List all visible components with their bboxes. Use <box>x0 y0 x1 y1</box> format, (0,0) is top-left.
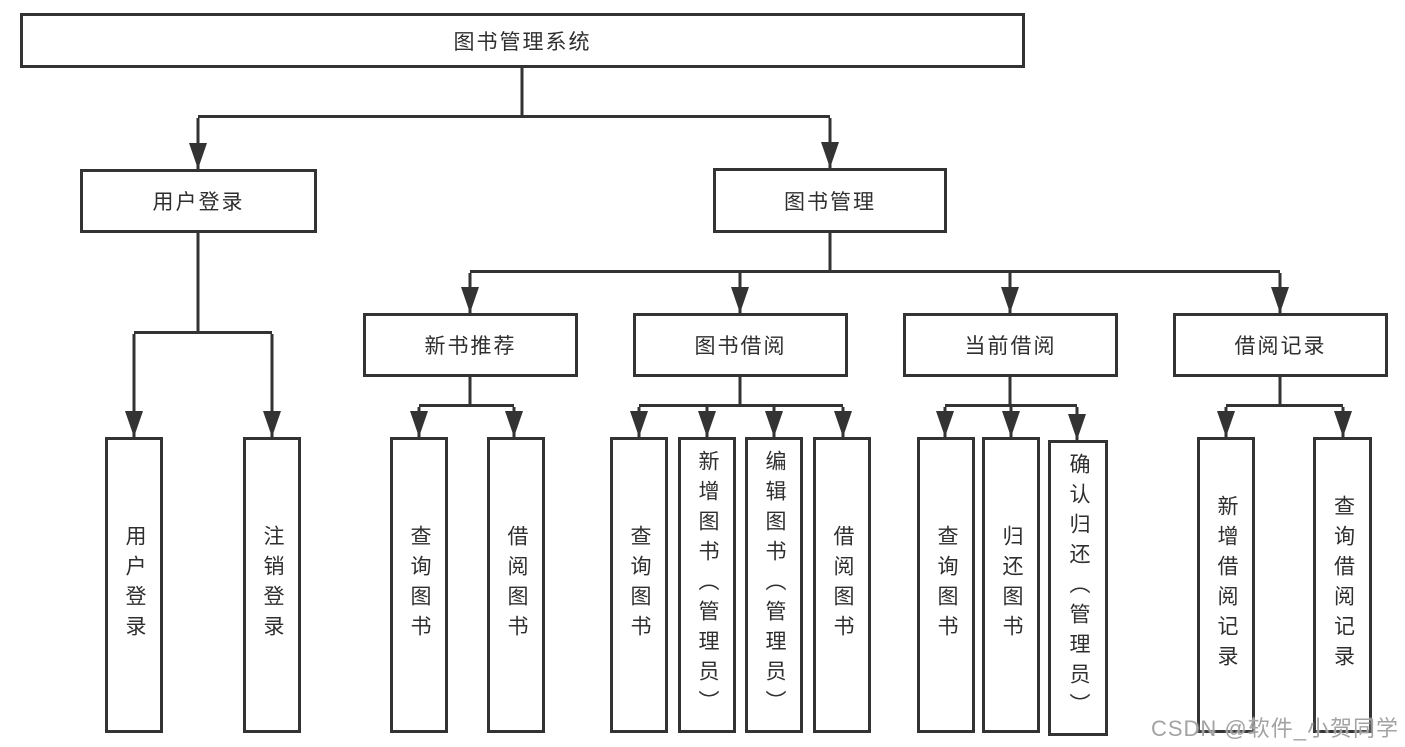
leaf-query-books-recommend: 查询图书 <box>390 437 448 733</box>
node-user-login: 用户登录 <box>80 169 317 233</box>
connector-root-to-level2 <box>189 68 839 169</box>
leaf-borrow-books-borrowing: 借阅图书 <box>813 437 871 733</box>
node-library-management-system: 图书管理系统 <box>20 13 1025 68</box>
leaf-edit-books-admin: 编辑图书（管理员） <box>745 437 803 733</box>
connector-current-borrowing-children <box>936 377 1086 440</box>
node-borrowing-records: 借阅记录 <box>1173 313 1388 377</box>
connector-user-login-children <box>125 233 281 437</box>
leaf-query-books-current: 查询图书 <box>917 437 975 733</box>
leaf-logout: 注销登录 <box>243 437 301 733</box>
watermark: CSDN @软件_小贺同学 <box>1150 716 1399 741</box>
leaf-query-books-borrowing: 查询图书 <box>610 437 668 733</box>
connector-borrowing-records-children <box>1217 377 1352 437</box>
connector-book-borrowing-children <box>630 377 852 437</box>
leaf-user-login: 用户登录 <box>105 437 163 733</box>
connector-new-book-recommendation-children <box>410 377 523 437</box>
leaf-query-borrow-record: 查询借阅记录 <box>1313 437 1372 733</box>
leaf-add-borrow-record: 新增借阅记录 <box>1197 437 1255 733</box>
node-new-book-recommendation: 新书推荐 <box>363 313 578 377</box>
connector-book-management-children <box>461 233 1289 313</box>
node-book-borrowing: 图书借阅 <box>633 313 848 377</box>
leaf-borrow-books-recommend: 借阅图书 <box>487 437 545 733</box>
leaf-confirm-return-admin: 确认归还（管理员） <box>1048 440 1108 736</box>
node-current-borrowing: 当前借阅 <box>903 313 1118 377</box>
leaf-add-books-admin: 新增图书（管理员） <box>678 437 736 733</box>
leaf-return-books: 归还图书 <box>982 437 1040 733</box>
node-book-management: 图书管理 <box>713 168 947 233</box>
